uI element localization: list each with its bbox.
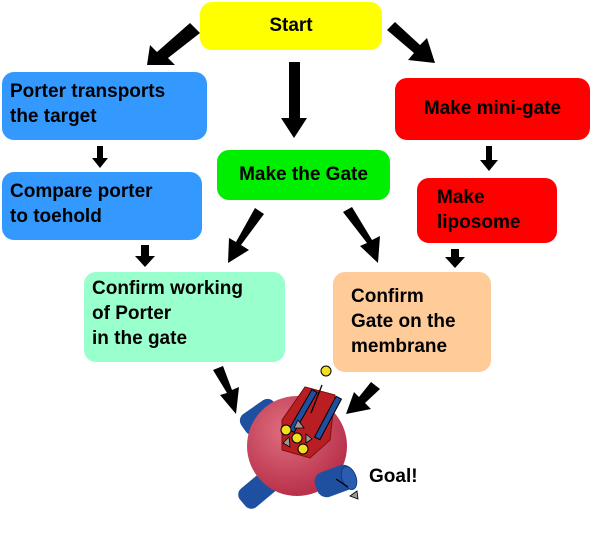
node-label-line: liposome xyxy=(437,212,521,233)
node-label-line: Make xyxy=(437,187,485,208)
node-label-line: of Porter xyxy=(92,303,172,324)
node-label-line: in the gate xyxy=(92,328,188,349)
node-label-line: the target xyxy=(10,106,97,127)
node-label-line: Gate on the xyxy=(351,311,456,332)
arrow-start-to-gate xyxy=(281,62,307,138)
node-make-liposome: Make liposome xyxy=(417,178,557,243)
goal-label: Goal! xyxy=(369,466,418,487)
node-start-label: Start xyxy=(269,15,313,36)
node-label-line: Confirm xyxy=(351,286,424,307)
arrow-start-to-porter xyxy=(147,23,200,65)
liposome-illustration xyxy=(238,365,359,509)
arrow-compare-to-confirm-working xyxy=(135,245,155,267)
arrow-start-to-minigate xyxy=(387,22,435,63)
node-compare-porter: Compare porter to toehold xyxy=(2,172,202,240)
node-label-line: membrane xyxy=(351,336,448,357)
arrow-gate-to-confirm-gate xyxy=(343,207,380,263)
arrow-porter-to-compare xyxy=(92,146,108,168)
arrow-liposome-to-confirm-gate xyxy=(445,249,465,268)
node-label-line: to toehold xyxy=(10,206,102,227)
node-make-gate: Make the Gate xyxy=(217,150,390,200)
node-make-gate-label: Make the Gate xyxy=(239,164,368,185)
node-make-mini-gate: Make mini-gate xyxy=(395,78,590,140)
arrow-confirm-gate-to-goal xyxy=(346,382,380,414)
arrow-gate-to-confirm-working xyxy=(228,208,264,263)
node-confirm-gate: Confirm Gate on the membrane xyxy=(333,272,491,372)
arrow-confirm-working-to-goal xyxy=(213,366,239,414)
node-label-line: Compare porter xyxy=(10,181,153,202)
node-make-mini-gate-label: Make mini-gate xyxy=(423,98,562,119)
node-start: Start xyxy=(200,2,382,50)
node-label-line: Confirm working xyxy=(92,278,243,299)
node-confirm-working: Confirm working of Porter in the gate xyxy=(84,272,285,362)
node-label-line: Porter transports xyxy=(10,81,166,102)
arrow-minigate-to-liposome xyxy=(480,146,498,171)
node-porter-transports: Porter transports the target xyxy=(2,72,207,140)
